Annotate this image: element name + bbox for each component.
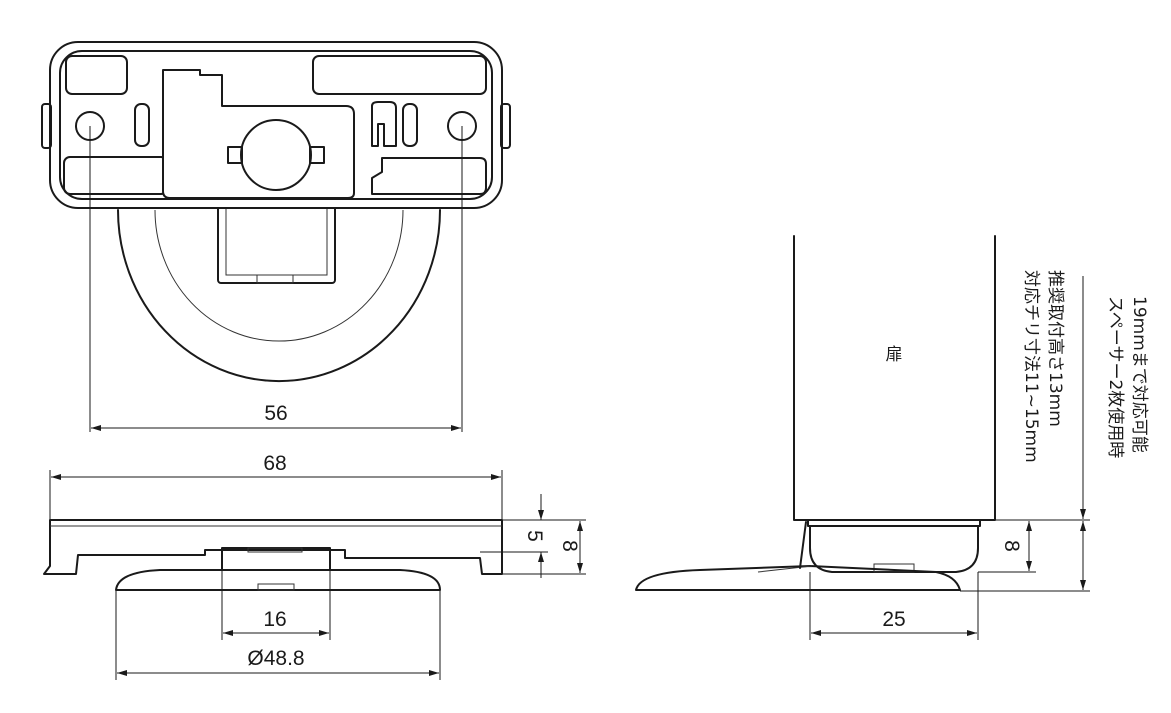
- hub-profile: [221, 547, 331, 571]
- dim-diameter-label: Ø48.8: [247, 647, 304, 670]
- right-ear: [500, 103, 511, 149]
- dim-16-label: 16: [263, 608, 286, 631]
- hub-bracket: [217, 204, 336, 284]
- dim-8-left-label: 8: [558, 540, 581, 552]
- hub-bracket-tab: [256, 274, 294, 284]
- top-view: [41, 41, 511, 383]
- dim-spacer: [960, 276, 1090, 592]
- hook-slot-right: [371, 101, 397, 147]
- left-ear: [41, 103, 52, 149]
- dim-8-left: 8: [502, 519, 586, 575]
- dim-68-label: 68: [263, 452, 286, 475]
- dial-tab-left: [227, 146, 243, 164]
- dim-56: 56: [89, 126, 463, 432]
- slot-bottom-right: [371, 157, 487, 195]
- note-chiri: 対応チリ寸法11~15mm 推奨取付高さ13mm: [1021, 270, 1065, 463]
- side-view: [43, 519, 503, 591]
- wheel-outline: [117, 209, 441, 383]
- slot-vertical-left: [134, 103, 150, 147]
- dim-diameter: Ø48.8: [115, 590, 441, 680]
- dim-25: 25: [809, 572, 979, 640]
- dim-16: 16: [221, 570, 331, 640]
- floor-rail: [635, 565, 961, 591]
- adjuster-block: [162, 69, 355, 199]
- note-spacer-line1: スペーサー2枚使用時: [1105, 296, 1126, 458]
- slot-vertical-right: [402, 103, 418, 147]
- slot-top-left: [65, 55, 128, 95]
- dim-5: 5: [480, 494, 548, 578]
- note-spacer: スペーサー2枚使用時 19mmまで対応可能: [1105, 296, 1149, 458]
- door-label: 扉: [886, 345, 903, 365]
- note-chiri-line2: 推奨取付高さ13mm: [1045, 270, 1065, 427]
- dim-56-label: 56: [264, 402, 287, 425]
- dim-8-right: 8: [978, 519, 1036, 573]
- dim-8-right-label: 8: [1000, 540, 1023, 552]
- dim-5-label: 5: [523, 530, 546, 542]
- wheel-inner-ring: [154, 209, 404, 342]
- dial-tab-right: [309, 146, 325, 164]
- note-spacer-line2: 19mmまで対応可能: [1129, 296, 1149, 453]
- wheel-profile: [115, 569, 441, 591]
- plate-profile: [43, 519, 503, 575]
- hub-bracket-inner: [225, 204, 328, 276]
- wheel-housing: [809, 525, 979, 573]
- note-chiri-line1: 対応チリ寸法11~15mm: [1021, 270, 1041, 463]
- door-outline: [793, 235, 996, 521]
- dim-68: 68: [49, 452, 503, 520]
- dim-25-label: 25: [882, 608, 905, 631]
- front-view: 扉: [635, 235, 996, 591]
- slot-top-right: [312, 55, 487, 95]
